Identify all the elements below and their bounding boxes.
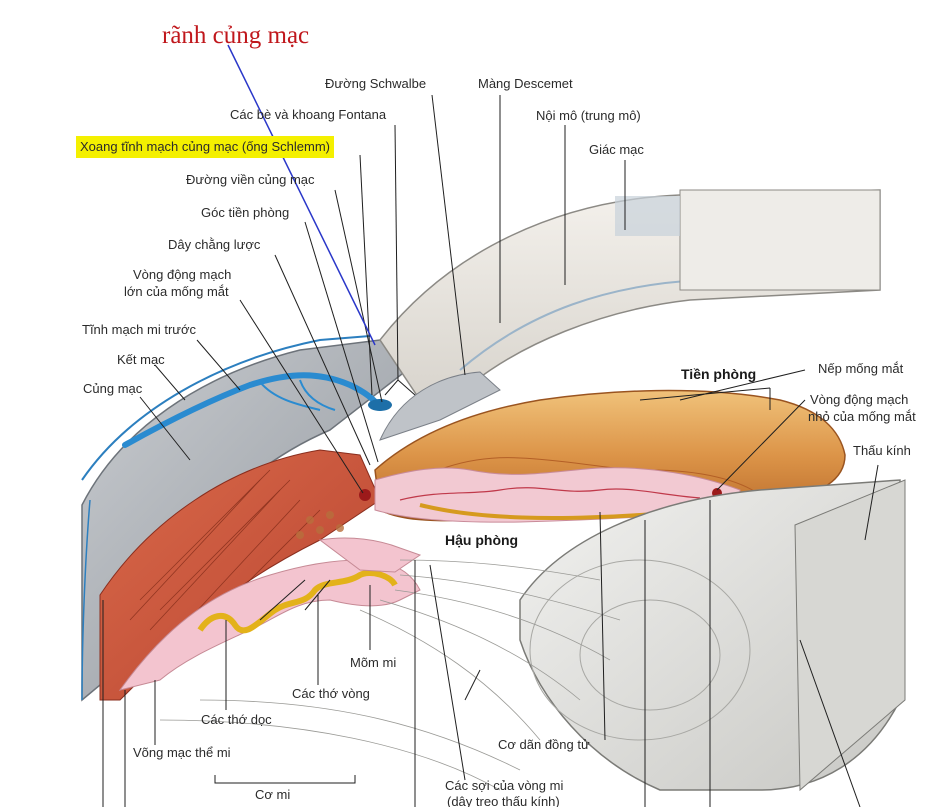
label-mang-descemet: Màng Descemet — [478, 76, 573, 91]
label-co-mi: Cơ mi — [255, 787, 291, 802]
anterior-ciliary-vein — [122, 372, 383, 448]
label-vong-dong-mach-lon-line1: Vòng động mạch — [133, 267, 232, 282]
label-co-dan-dong-tu: Cơ dãn đồng tử — [498, 737, 590, 752]
diagram-title: rãnh củng mạc — [162, 22, 310, 49]
label-cung-mac: Củng mạc — [83, 381, 143, 396]
label-vong-mac-the-mi: Võng mạc thể mi — [133, 745, 231, 760]
label-tien-phong: Tiền phòng — [681, 366, 757, 382]
title-pointer-line — [227, 44, 376, 346]
label-cac-be-fontana: Các bè và khoang Fontana — [230, 107, 387, 122]
label-tinh-mach-mi-truoc: Tĩnh mạch mi trước — [82, 322, 197, 337]
label-nep-mong-mat: Nếp mống mắt — [818, 361, 904, 376]
label-thau-kinh: Thấu kính — [853, 443, 911, 458]
label-noi-mo: Nội mô (trung mô) — [536, 108, 641, 123]
label-goc-tien-phong: Góc tiền phòng — [201, 205, 290, 220]
label-cac-soi-line2: (dây treo thấu kính) — [447, 794, 560, 807]
label-day-chang-luoc: Dây chằng lược — [168, 237, 261, 252]
label-xoang-tinh-mach: Xoang tĩnh mạch củng mạc (ống Schlemm) — [76, 136, 335, 158]
label-giac-mac: Giác mạc — [589, 142, 644, 157]
label-ket-mac: Kết mạc — [117, 352, 165, 367]
label-mom-mi: Mõm mi — [350, 655, 397, 670]
label-cac-soi-line1: Các sợi của vòng mi — [445, 778, 564, 793]
label-vong-dong-mach-nho-line1: Vòng động mạch — [810, 392, 909, 407]
label-hau-phong: Hậu phòng — [445, 532, 519, 548]
label-cac-tho-vong: Các thớ vòng — [292, 686, 370, 701]
label-vong-dong-mach-nho-line2: nhỏ của mống mắt — [808, 409, 916, 424]
label-vong-dong-mach-lon-line2: lớn của mống mắt — [124, 284, 229, 299]
label-duong-schwalbe: Đường Schwalbe — [325, 76, 427, 91]
label-cac-tho-doc: Các thớ dọc — [201, 712, 272, 727]
label-duong-vien-cung-mac: Đường viền củng mạc — [186, 172, 315, 187]
